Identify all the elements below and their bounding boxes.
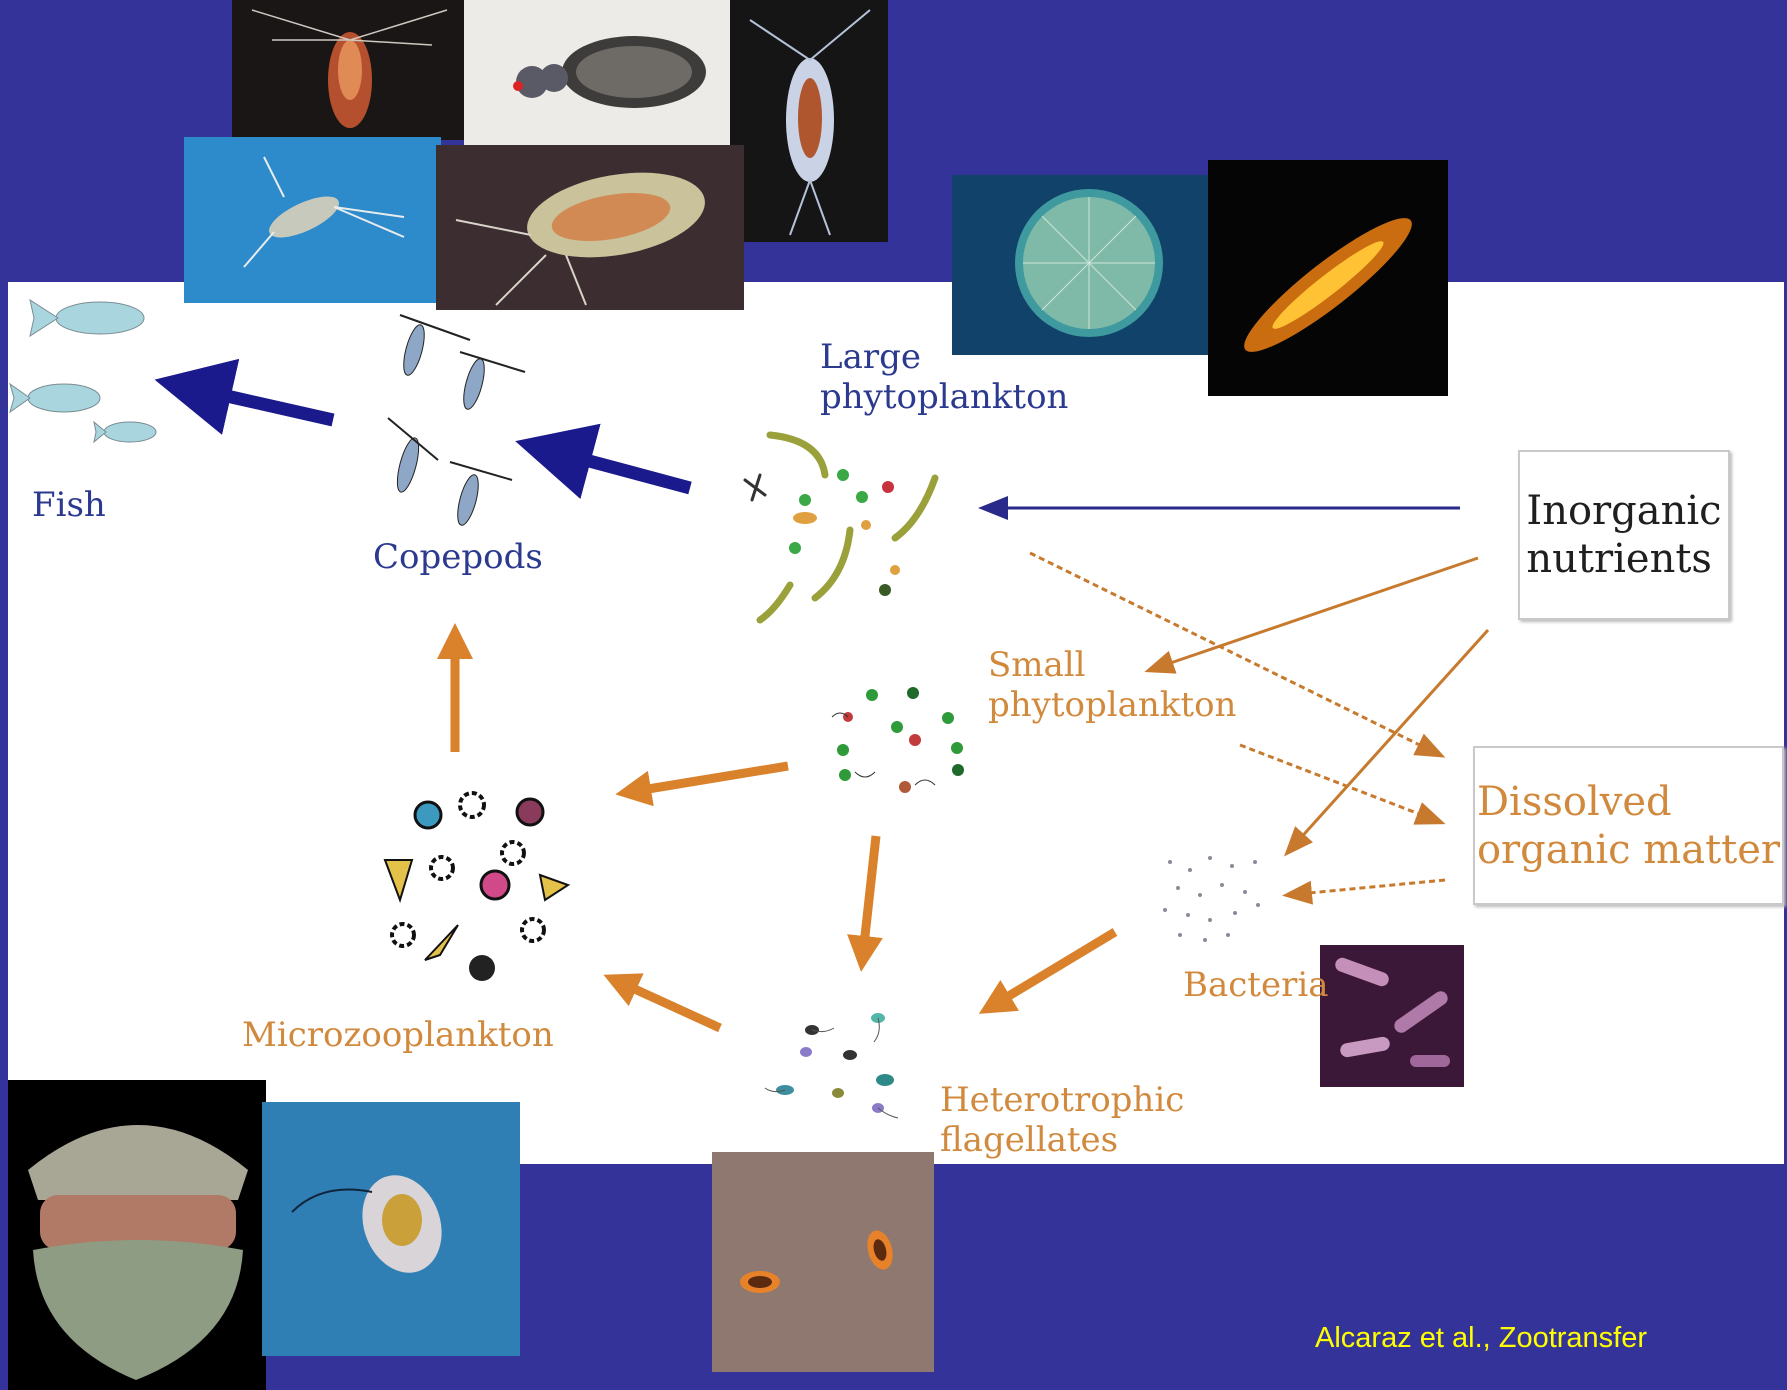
copepod-icon bbox=[388, 418, 438, 494]
label-heterotrophic-flagellates: Heterotrophic flagellates bbox=[940, 1080, 1184, 1160]
fish-icon bbox=[30, 300, 144, 336]
copepod-icon bbox=[460, 352, 525, 411]
arrow-copepods-to-fish bbox=[218, 394, 333, 420]
arrow-small-phyto-to-microzoo bbox=[642, 766, 788, 790]
label-copepods: Copepods bbox=[373, 537, 543, 577]
arrow-small-phyto-to-dom bbox=[1240, 745, 1440, 822]
label-heterotrophic-flagellates-line-1: Heterotrophic bbox=[940, 1080, 1184, 1120]
copepod-icon-group bbox=[388, 315, 525, 527]
dissolved-organic-matter-box: Dissolved organic matter bbox=[1473, 746, 1784, 905]
label-small-phytoplankton-line-1: Small bbox=[988, 645, 1236, 685]
arrow-dom-to-bacteria bbox=[1288, 880, 1445, 895]
label-small-phytoplankton-line-2: phytoplankton bbox=[988, 685, 1236, 725]
large-phytoplankton-icon-group bbox=[745, 435, 935, 620]
small-phytoplankton-icon-group bbox=[832, 687, 964, 793]
bacteria-dots bbox=[1163, 856, 1260, 942]
inorganic-nutrients-line-1: Inorganic bbox=[1526, 487, 1721, 535]
label-large-phytoplankton-line-2: phytoplankton bbox=[820, 377, 1068, 417]
citation-credit: Alcaraz et al., Zootransfer bbox=[1315, 1322, 1647, 1355]
dissolved-organic-matter-line-1: Dissolved bbox=[1477, 778, 1780, 826]
copepod-icon bbox=[450, 462, 512, 527]
arrow-bacteria-to-flagellates bbox=[1002, 932, 1115, 1000]
arrow-flagellates-to-microzoo bbox=[628, 986, 720, 1028]
fish-icon-group bbox=[10, 300, 156, 442]
label-microzooplankton: Microzooplankton bbox=[242, 1015, 554, 1055]
arrow-small-phyto-to-flagellates bbox=[864, 836, 876, 945]
fish-icon bbox=[10, 384, 100, 412]
copepod-icon bbox=[400, 315, 470, 377]
label-small-phytoplankton: Small phytoplankton bbox=[988, 645, 1236, 725]
label-large-phytoplankton: Large phytoplankton bbox=[820, 337, 1068, 417]
dissolved-organic-matter-line-2: organic matter bbox=[1477, 826, 1780, 874]
fish-icon bbox=[94, 422, 156, 442]
label-bacteria: Bacteria bbox=[1183, 965, 1328, 1005]
label-large-phytoplankton-line-1: Large bbox=[820, 337, 1068, 377]
label-heterotrophic-flagellates-line-2: flagellates bbox=[940, 1120, 1184, 1160]
heterotrophic-flagellate-icon-group bbox=[765, 1013, 898, 1118]
inorganic-nutrients-box: Inorganic nutrients bbox=[1518, 450, 1730, 620]
arrow-nutrients-to-bacteria bbox=[1288, 630, 1488, 852]
arrow-large-phyto-to-copepods bbox=[578, 458, 690, 488]
label-fish: Fish bbox=[32, 485, 106, 525]
inorganic-nutrients-line-2: nutrients bbox=[1526, 535, 1721, 583]
microzooplankton-icon-group bbox=[385, 793, 568, 981]
